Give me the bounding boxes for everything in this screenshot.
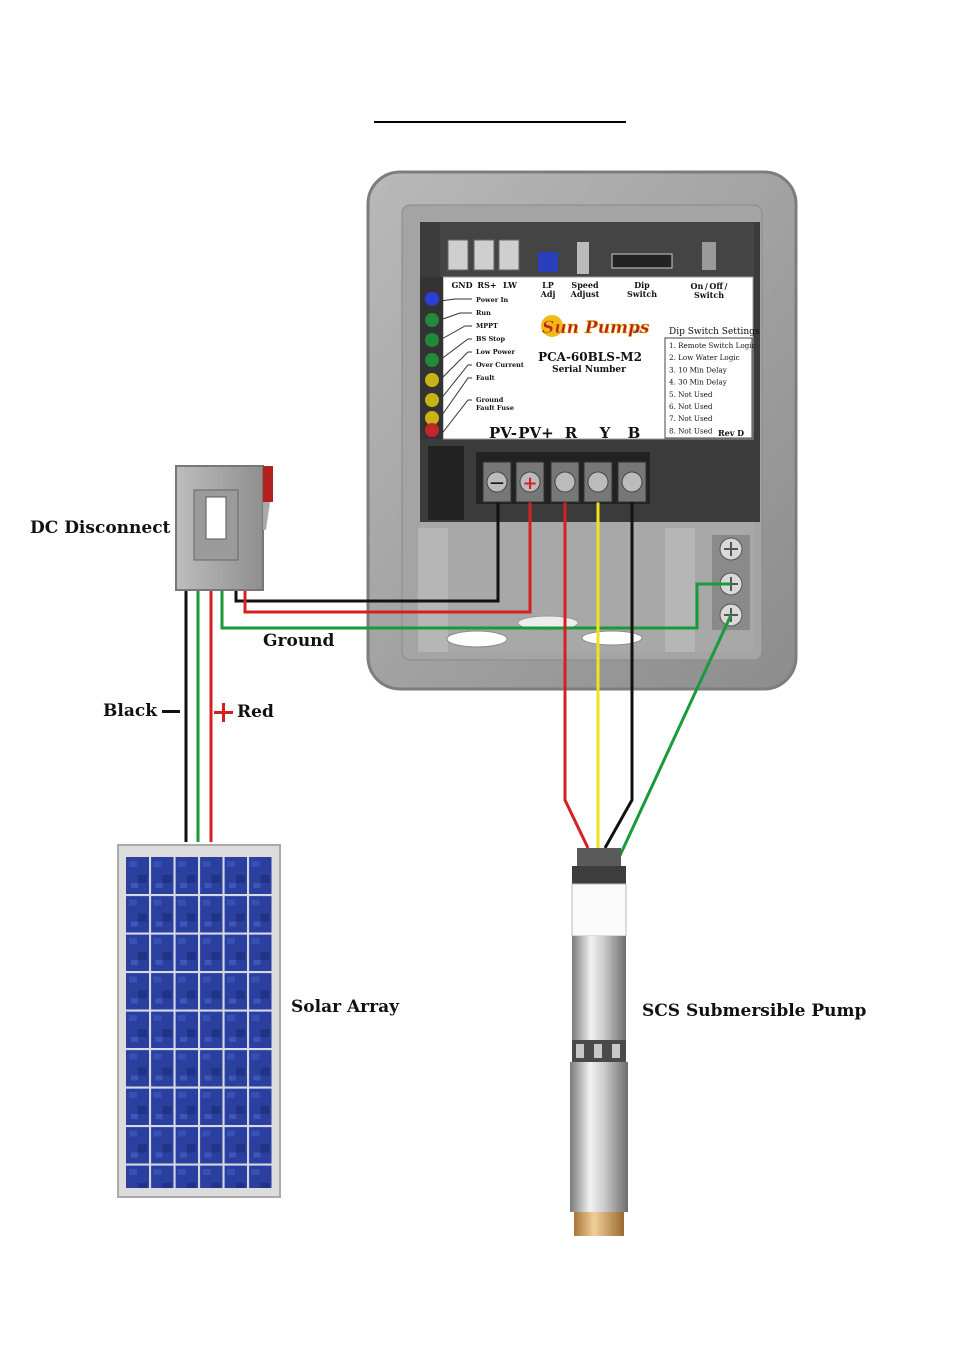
dip-setting-item: 3. 10 Min Delay bbox=[669, 365, 728, 374]
plus-icon bbox=[214, 702, 233, 722]
wires bbox=[184, 482, 733, 863]
dip-settings-list: 1. Remote Switch Logic 2. Low Water Logic… bbox=[669, 341, 756, 435]
red-wire-legend: Red bbox=[214, 702, 274, 722]
terminal-block bbox=[482, 461, 647, 503]
led-label: MPPT bbox=[476, 322, 498, 330]
label-dip-2: Switch bbox=[627, 289, 657, 299]
red-label: Red bbox=[237, 702, 274, 722]
ground-label: Ground bbox=[263, 631, 335, 651]
label-gnd: GND bbox=[451, 280, 472, 290]
solar-array-label: Solar Array bbox=[291, 997, 399, 1017]
status-led bbox=[425, 333, 439, 347]
led-label: Low Power bbox=[476, 348, 516, 356]
status-led bbox=[425, 373, 439, 387]
model-number: PCA-60BLS-M2 bbox=[538, 350, 642, 364]
black-dash-icon bbox=[161, 709, 180, 713]
dc-disconnect-label: DC Disconnect bbox=[30, 518, 171, 538]
submersible-pump bbox=[570, 848, 628, 1236]
status-led bbox=[425, 292, 439, 306]
dip-settings-box bbox=[664, 337, 753, 439]
label-speed-1: Speed bbox=[571, 280, 599, 290]
header-rule bbox=[374, 121, 626, 123]
dip-setting-item: 6. Not Used bbox=[669, 402, 713, 411]
led-label: Run bbox=[476, 309, 491, 317]
status-led bbox=[425, 313, 439, 327]
solar-array bbox=[117, 844, 281, 1198]
terminal-label-pv-plus: PV+ bbox=[518, 424, 554, 442]
dip-settings-title: Dip Switch Settings bbox=[669, 327, 760, 337]
dip-setting-item: 5. Not Used bbox=[669, 390, 713, 399]
terminal-plus-symbol: + bbox=[522, 473, 537, 494]
status-led bbox=[425, 393, 439, 407]
terminal-label-b: B bbox=[628, 424, 641, 442]
led-label: Power In bbox=[476, 296, 509, 304]
label-speed-2: Adjust bbox=[570, 289, 600, 299]
led-leader-lines bbox=[439, 298, 472, 437]
black-label: Black bbox=[103, 701, 157, 721]
dip-setting-item: 7. Not Used bbox=[669, 414, 713, 423]
brand-name: Sun Pumps bbox=[542, 318, 650, 338]
brand-suffix: Inc. bbox=[633, 329, 643, 335]
led-label: Over Current bbox=[476, 361, 524, 369]
revision: Rev D bbox=[718, 428, 744, 438]
dip-setting-item: 8. Not Used bbox=[669, 426, 713, 435]
terminal-label-y: Y bbox=[599, 424, 611, 442]
led-label: Fault Fuse bbox=[476, 404, 514, 412]
sun-pumps-logo: Sun Pumps Inc. bbox=[541, 315, 650, 338]
pump-label: SCS Submersible Pump bbox=[642, 1001, 867, 1021]
label-onoff-2: Switch bbox=[694, 290, 724, 300]
label-lw: LW bbox=[503, 280, 518, 290]
serial-number-label: Serial Number bbox=[552, 365, 626, 375]
dip-setting-item: 4. 30 Min Delay bbox=[669, 378, 728, 387]
led-label: Ground bbox=[476, 396, 504, 404]
label-onoff-1: On / Off / bbox=[691, 281, 728, 291]
dip-setting-item: 1. Remote Switch Logic bbox=[669, 341, 756, 350]
label-dip-1: Dip bbox=[634, 280, 650, 290]
terminal-minus-symbol: — bbox=[490, 475, 504, 491]
terminal-label-pv-minus: PV- bbox=[489, 424, 517, 442]
label-lp-1: LP bbox=[542, 280, 554, 290]
black-wire-legend: Black bbox=[103, 701, 180, 721]
dc-disconnect bbox=[175, 465, 273, 591]
terminal-label-r: R bbox=[565, 424, 578, 442]
status-led bbox=[425, 411, 439, 425]
dip-setting-item: 2. Low Water Logic bbox=[669, 353, 740, 362]
status-led bbox=[425, 423, 439, 437]
led-label: BS Stop bbox=[476, 335, 505, 343]
label-rs: RS+ bbox=[477, 280, 496, 290]
led-label: Fault bbox=[476, 374, 495, 382]
label-lp-2: Adj bbox=[540, 289, 556, 299]
status-led bbox=[425, 353, 439, 367]
